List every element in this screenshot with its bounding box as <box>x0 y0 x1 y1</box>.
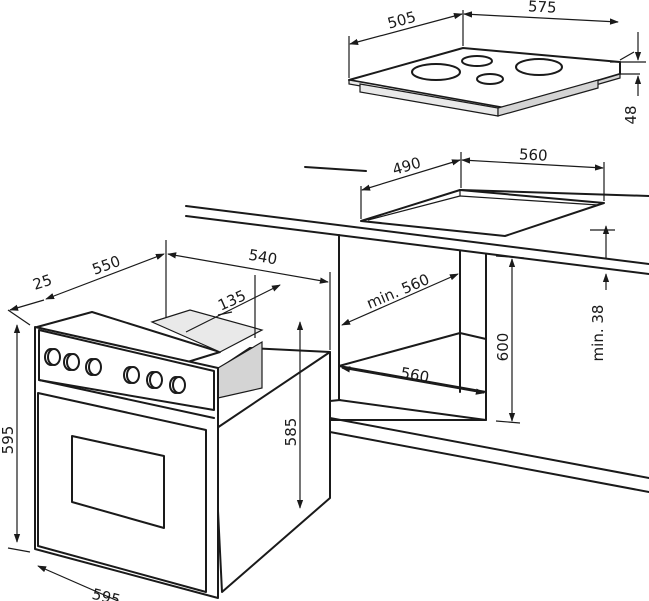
oven-recess-depth-label: 135 <box>215 286 248 314</box>
oven-recess <box>217 340 263 399</box>
oven-top-surface <box>150 309 264 353</box>
cutout-width-label: 560 <box>518 145 548 164</box>
burner-rear-right-icon <box>515 58 563 76</box>
worktop-top-edge <box>185 205 649 265</box>
oven-dimensions: 25 550 540 135 585 595 595 <box>0 240 331 601</box>
oven-side-depth-label: 540 <box>247 246 278 269</box>
worktop <box>185 166 649 275</box>
niche <box>319 234 649 493</box>
oven-height-label: 595 <box>0 426 17 455</box>
worktop-rear-edge <box>304 166 367 172</box>
oven <box>34 309 331 599</box>
oven-body-depth-label: 550 <box>90 252 123 279</box>
burner-rear-left-icon <box>461 55 493 67</box>
oven-window <box>71 435 165 529</box>
hob-base-side <box>497 79 599 117</box>
worktop-front-edge <box>185 215 649 275</box>
oven-knobs <box>44 348 186 394</box>
hob-width-label: 575 <box>527 0 557 17</box>
burner-front-right-icon <box>476 73 504 85</box>
niche-width-label: 560 <box>399 364 430 387</box>
hob <box>348 47 621 117</box>
oven-body-height-label: 585 <box>282 418 300 447</box>
worktop-gap-label: min. 38 <box>589 305 607 362</box>
hob-height-label: 48 <box>622 105 640 124</box>
niche-height-label: 600 <box>494 333 512 362</box>
oven-front-depth-label: 25 <box>31 271 55 294</box>
hob-dimensions: 505 575 48 <box>348 0 646 125</box>
oven-width-label: 595 <box>90 585 122 601</box>
niche-min-width-label: min. 560 <box>364 270 432 313</box>
cutout-depth-label: 490 <box>390 154 422 179</box>
burner-front-left-icon <box>411 63 461 81</box>
hob-depth-label: 505 <box>386 8 418 33</box>
